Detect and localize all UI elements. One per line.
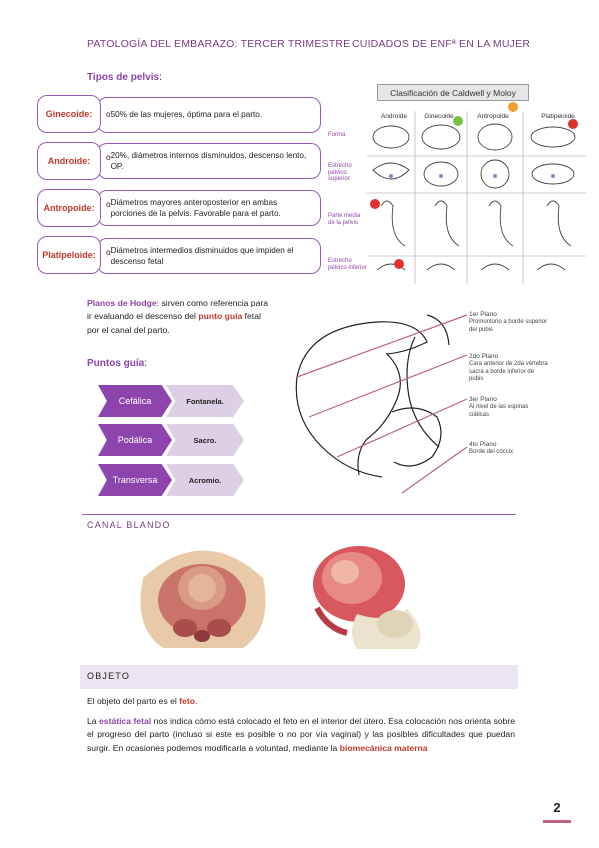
hodge-plane-1: 1er Plano Promontorio a borde superior d…	[469, 311, 549, 334]
plane-desc: Borde del cóccix	[469, 449, 514, 456]
hodge-plane-3: 3er Plano Al nivel de las espinas ciátic…	[469, 396, 549, 419]
column-label-platipeloide: Platipeloide	[541, 113, 575, 120]
hodge-planes-figure: 1er Plano Promontorio a borde superior d…	[277, 307, 551, 495]
guide-points-title: Puntos guía:	[87, 358, 147, 369]
column-label-ginecoide: Ginecoide	[424, 113, 454, 120]
guide-points-title-text: Puntos guía	[87, 358, 145, 369]
hodge-text-2: fetal por el canal del parto.	[87, 311, 261, 335]
pelvis-desc-text: Diámetros mayores anteroposterior en amb…	[110, 197, 281, 218]
object-p2-text: nos indica cómo está colocado el feto en…	[87, 716, 515, 753]
row-label-forma: Forma:	[328, 132, 348, 138]
object-p1-highlight: feto	[179, 696, 195, 706]
pelvis-sagittal-drawing	[295, 314, 468, 494]
guide-label-transversa: Transversa	[98, 464, 172, 496]
object-p1-end: .	[194, 696, 198, 706]
pelvis-types-title-colon: :	[159, 72, 162, 83]
guide-label-cefalica: Cefálica	[98, 385, 172, 417]
column-label-antropoide: Antropoide	[477, 113, 509, 120]
column-label-androide: Androide	[380, 113, 408, 120]
plane-desc: Al nivel de las espinas ciáticas	[469, 404, 529, 418]
plane-title: 4to Plano	[469, 441, 497, 448]
object-band	[80, 665, 518, 689]
figure-title: Clasificación de Caldwell y Moloy	[377, 84, 529, 101]
object-title: OBJETO	[87, 671, 131, 681]
row-label-superior: Estrecho pélvico superior	[328, 163, 352, 183]
plane-desc: Promontorio a borde superior del pubis	[469, 319, 548, 333]
object-p2-term: estática fetal	[99, 716, 152, 726]
guide-value-podalica: Sacro.	[166, 424, 244, 456]
hodge-highlight: punto guía	[198, 311, 243, 322]
object-paragraph-1: El objeto del parto es el feto.	[87, 695, 515, 708]
caldwell-moloy-figure: Clasificación de Caldwell y Moloy Androi…	[327, 84, 586, 286]
row-label-inferior: Estrecho pélvico inferior	[328, 258, 367, 271]
pelvis-shapes-drawing	[367, 102, 586, 284]
pelvis-desc-text: 50% de las mujeres, óptima para el parto…	[110, 110, 263, 120]
section-divider	[82, 514, 516, 515]
guide-label-podalica: Podálica	[98, 424, 172, 456]
pelvis-types-title-text: Tipos de pelvis	[87, 72, 160, 83]
uterus-model-image	[297, 538, 437, 650]
page-number-underline	[543, 820, 571, 823]
hodge-plane-2: 2do Plano Cara anterior de 2da vértebra …	[469, 353, 549, 384]
pelvis-name-ginecoide: Ginecoide:	[37, 95, 101, 133]
pelvis-name-antropoide: Antropoide:	[37, 189, 101, 227]
guide-value-transversa: Acromio.	[166, 464, 244, 496]
hodge-term: Planos de Hodge	[87, 298, 157, 308]
page-number: 2	[553, 800, 561, 815]
soft-canal-title: CANAL BLANDO	[87, 520, 171, 530]
pelvis-desc-text: Diámetros intermedios disminuidos que im…	[110, 245, 294, 266]
object-p2-start: La	[87, 716, 100, 726]
pelvis-name-platipeloide: Platipeloide:	[37, 236, 101, 274]
object-paragraph-2: La estática fetal nos indica cómo está c…	[87, 715, 515, 755]
plane-title: 2do Plano	[469, 353, 499, 360]
pelvic-floor-image	[135, 538, 270, 650]
row-label-media: Parte media de la pelvis	[328, 213, 361, 226]
hodge-paragraph: Planos de Hodge: sirven como referencia …	[87, 297, 272, 337]
object-p2-highlight: biomecánica materna	[339, 742, 428, 753]
hodge-text-1: : sirven como referencia para ir evaluan…	[87, 298, 269, 322]
plane-title: 1er Plano	[469, 311, 497, 318]
hodge-plane-4: 4to Plano Borde del cóccix	[469, 441, 549, 457]
pelvis-types-title: Tipos de pelvis:	[87, 72, 162, 83]
pelvis-name-androide: Androide:	[37, 142, 101, 180]
guide-points-title-colon: :	[144, 358, 148, 369]
plane-desc: Cara anterior de 2da vértebra sacra a bo…	[469, 361, 548, 383]
guide-value-cefalica: Fontanela.	[166, 385, 244, 417]
plane-title: 3er Plano	[469, 396, 497, 403]
pelvis-desc-text: 20%, diámetros internos disminuidos, des…	[110, 150, 307, 171]
object-p1-text: El objeto del parto es el	[87, 696, 180, 706]
header-right: CUIDADOS DE ENFª EN LA MUJER	[352, 38, 531, 50]
header-left: PATOLOGÍA DEL EMBARAZO: TERCER TRIMESTRE	[87, 38, 351, 50]
